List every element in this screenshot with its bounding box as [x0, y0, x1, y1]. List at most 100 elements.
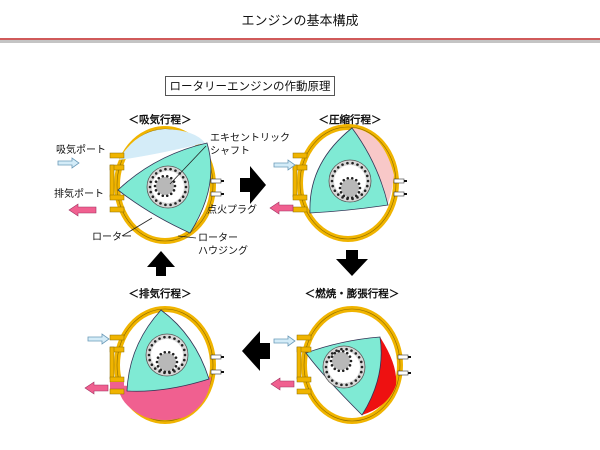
- stage-label-compression: ＜圧縮行程＞: [319, 113, 382, 126]
- compressed-gas: [352, 128, 394, 203]
- gear-tooth: [360, 166, 364, 169]
- cycle-arrow-left-icon: [242, 331, 270, 371]
- stage-label-combustion: ＜燃焼・膨張行程＞: [305, 287, 400, 300]
- gear-tooth: [351, 161, 354, 165]
- gear-tooth: [167, 370, 171, 374]
- gear-tooth: [335, 349, 338, 352]
- exhaust-flow-arrow: [68, 203, 97, 217]
- gear-tooth: [331, 184, 335, 188]
- gear-tooth: [165, 194, 169, 198]
- gear-tooth: [159, 368, 163, 372]
- gear-tooth: [330, 355, 334, 358]
- gear-tooth: [354, 352, 358, 355]
- gear-tooth: [163, 335, 166, 339]
- gear-tooth: [165, 174, 169, 178]
- gear-tooth: [157, 176, 161, 180]
- gear-tooth: [158, 337, 161, 340]
- gear-tooth: [357, 375, 361, 379]
- gear-tooth: [154, 189, 158, 192]
- eccentric-gear: [328, 159, 372, 203]
- gear-tooth: [327, 355, 331, 359]
- gear-tooth: [182, 348, 186, 352]
- gear-tooth: [156, 356, 160, 359]
- gear-tooth: [346, 196, 350, 200]
- gear-tooth: [183, 353, 187, 357]
- label-eccentric-shaft-1: エキセントリック: [210, 132, 290, 144]
- gear-tooth: [183, 180, 187, 184]
- label-eccentric-shaft-2: シャフト: [210, 146, 250, 157]
- gear-tooth: [342, 194, 346, 198]
- gear-tooth: [345, 347, 348, 351]
- gear-tooth: [157, 192, 161, 196]
- diagram-title: ロータリーエンジンの作動原理: [165, 76, 335, 96]
- spark-plug: [210, 354, 224, 375]
- gear-tooth: [365, 184, 369, 188]
- gear-tooth: [182, 358, 186, 362]
- gear-tooth: [325, 370, 329, 374]
- header-rule-gray: [0, 40, 600, 43]
- gear-tooth: [339, 191, 343, 194]
- gear-tooth: [149, 180, 153, 184]
- gear-tooth: [150, 343, 154, 347]
- leader-lines: [121, 145, 207, 239]
- gear-tooth: [342, 178, 346, 182]
- gear-tooth: [153, 340, 157, 343]
- gear-tooth: [177, 367, 181, 370]
- gear-tooth: [354, 194, 358, 198]
- gear-tooth: [345, 383, 348, 387]
- label-exhaust-port: 排気ポート: [54, 187, 104, 200]
- gear-tooth: [148, 358, 152, 362]
- gear-tooth: [173, 337, 176, 340]
- label-intake-port: 吸気ポート: [56, 143, 106, 156]
- gear-tooth: [154, 180, 158, 183]
- gear-tooth: [163, 350, 167, 354]
- exhaust-flow-arrow: [270, 377, 295, 391]
- spark-plug: [210, 178, 224, 197]
- gear-tooth: [169, 203, 172, 207]
- gear-tooth: [358, 186, 362, 190]
- gear-tooth: [360, 365, 364, 369]
- gear-tooth: [151, 195, 155, 199]
- label-spark-plug: 点火プラグ: [207, 203, 257, 216]
- gear-tooth: [363, 189, 367, 193]
- gear-tooth: [174, 356, 178, 359]
- engine-combustion-stroke: [296, 306, 411, 424]
- intake-flow-arrow: [87, 333, 110, 345]
- gear-tooth: [159, 169, 162, 172]
- gear-tooth: [354, 178, 358, 182]
- spark-plug: [397, 354, 411, 376]
- stage-label-intake: ＜吸気行程＞: [129, 113, 192, 126]
- label-rotor-housing-1: ローター: [198, 232, 238, 244]
- gear-tooth: [359, 370, 363, 374]
- gear-tooth: [174, 202, 177, 205]
- gear-tooth: [174, 365, 178, 368]
- gear-tooth: [178, 199, 182, 202]
- gear-tooth: [161, 174, 165, 178]
- intake-flow-arrow: [273, 335, 296, 347]
- gear-tooth: [341, 349, 345, 353]
- engine-intake-stroke: [109, 126, 224, 244]
- gear-tooth: [340, 383, 343, 387]
- gear-tooth: [363, 169, 367, 173]
- gear-tooth: [330, 352, 334, 355]
- gear-tooth: [325, 360, 329, 364]
- gear-tooth: [156, 365, 160, 368]
- gear-tooth: [163, 370, 167, 374]
- gear-tooth: [365, 174, 369, 178]
- gear-tooth: [183, 190, 187, 194]
- gear-tooth: [171, 368, 175, 372]
- gear-tooth: [345, 367, 349, 371]
- gear-tooth: [341, 163, 344, 166]
- gear-tooth: [153, 184, 157, 188]
- gear-tooth: [357, 355, 361, 359]
- label-rotor: ローター: [92, 231, 132, 243]
- gear-tooth: [181, 195, 185, 199]
- gear-tooth: [153, 367, 157, 370]
- label-rotor-housing-2: ハウジング: [198, 244, 248, 257]
- gear-tooth: [148, 348, 152, 352]
- gear-tooth: [169, 176, 173, 180]
- cycle-arrow-down-icon: [336, 250, 368, 276]
- engine-exhaust-stroke: [109, 306, 224, 424]
- gear-tooth: [346, 176, 350, 180]
- cycle-arrow-up-icon: [147, 251, 175, 276]
